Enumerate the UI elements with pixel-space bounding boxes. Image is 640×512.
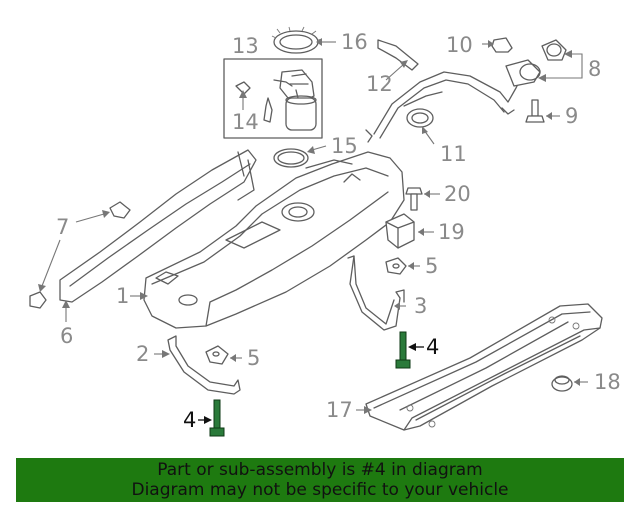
callout-16[interactable]: 16 <box>341 30 368 54</box>
callout-20[interactable]: 20 <box>444 182 471 206</box>
part-9-bolt[interactable]: 9 <box>525 99 578 128</box>
callout-6[interactable]: 6 <box>60 324 73 348</box>
banner-line-1: Part or sub-assembly is #4 in diagram <box>157 460 483 480</box>
part-11-filler-cap[interactable]: 11 <box>406 108 467 166</box>
callout-9[interactable]: 9 <box>565 104 578 128</box>
callout-4b[interactable]: 4 <box>183 408 196 432</box>
callout-5b[interactable]: 5 <box>247 346 260 370</box>
part-8-connector[interactable]: 8 <box>538 39 601 82</box>
part-info-banner: Part or sub-assembly is #4 in diagram Di… <box>16 458 624 502</box>
callout-3[interactable]: 3 <box>414 294 427 318</box>
part-12-heat-shield[interactable]: 12 <box>366 39 419 96</box>
part-1-fuel-tank[interactable]: 1 <box>116 151 405 329</box>
part-3-tank-strap[interactable]: 3 <box>347 255 427 331</box>
part-2-tank-strap[interactable]: 2 <box>136 335 241 395</box>
callout-4a[interactable]: 4 <box>426 335 439 359</box>
part-17-skid-plate[interactable]: 17 <box>326 303 603 431</box>
part-20-bolt[interactable]: 20 <box>405 182 471 211</box>
callout-5a[interactable]: 5 <box>425 254 438 278</box>
callout-15[interactable]: 15 <box>331 134 358 158</box>
callout-12[interactable]: 12 <box>366 72 393 96</box>
callout-11[interactable]: 11 <box>440 142 467 166</box>
callout-17[interactable]: 17 <box>326 398 353 422</box>
part-10-clip[interactable]: 10 <box>446 33 513 57</box>
callout-13[interactable]: 13 <box>232 34 259 58</box>
parts-diagram: 13 14 16 15 12 <box>29 26 621 437</box>
callout-14[interactable]: 14 <box>232 110 259 134</box>
callout-18[interactable]: 18 <box>594 370 621 394</box>
part-16-lock-ring[interactable]: 16 <box>271 26 368 54</box>
callout-2[interactable]: 2 <box>136 342 149 366</box>
callout-10[interactable]: 10 <box>446 33 473 57</box>
fuel-pump-module-group[interactable]: 13 <box>223 34 323 139</box>
part-18-plug[interactable]: 18 <box>551 370 621 394</box>
part-7-grommet[interactable]: 7 <box>29 201 131 309</box>
callout-1[interactable]: 1 <box>116 284 129 308</box>
part-6-tank-bracket[interactable]: 6 <box>59 149 257 348</box>
callout-19[interactable]: 19 <box>438 220 465 244</box>
part-15-fuel-pump-seal[interactable]: 15 <box>273 134 358 168</box>
part-5-nut[interactable]: 5 5 <box>205 254 438 370</box>
part-14-fuel-level-sensor[interactable]: 14 <box>232 81 259 134</box>
part-19-module[interactable]: 19 <box>385 213 465 249</box>
callout-7[interactable]: 7 <box>56 215 69 239</box>
fuel-filler-pipe <box>365 59 541 143</box>
callout-8[interactable]: 8 <box>588 57 601 81</box>
part-4-bolt-highlighted[interactable]: 4 4 <box>183 331 439 437</box>
banner-line-2: Diagram may not be specific to your vehi… <box>131 480 509 500</box>
